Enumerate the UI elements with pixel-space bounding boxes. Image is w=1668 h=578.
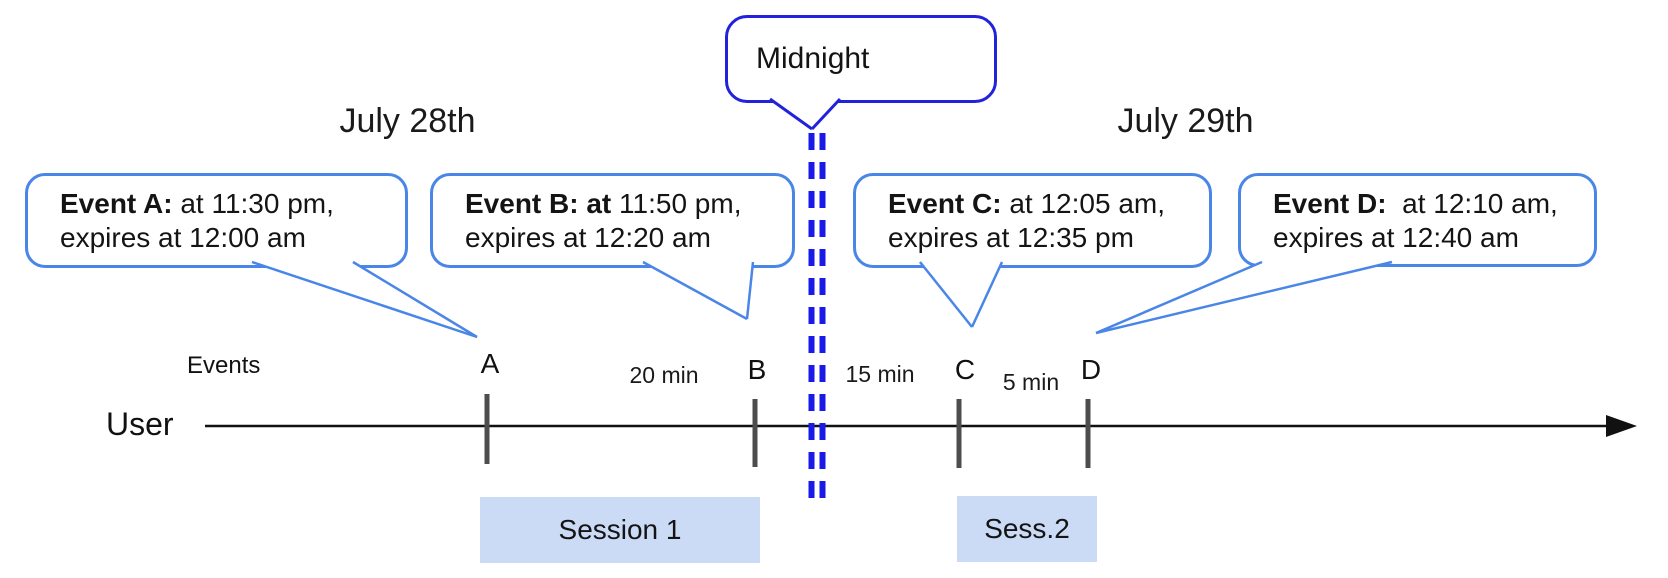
user-label: User: [106, 406, 174, 442]
event-c-callout: Event C: at 12:05 am, expires at 12:35 p…: [853, 173, 1212, 268]
event-a-callout: Event A: at 11:30 pm, expires at 12:00 a…: [25, 173, 408, 268]
event-c-line1: Event C: at 12:05 am,: [888, 188, 1166, 219]
event-d-tail-icon: [1095, 260, 1393, 335]
midnight-dashed-line: [808, 133, 826, 506]
tick-label-a: A: [480, 348, 500, 379]
midnight-label: Midnight: [756, 42, 870, 75]
event-a-line1: Event A: at 11:30 pm,: [60, 188, 334, 219]
session-1-label: Session 1: [558, 514, 682, 545]
midnight-tail-icon: [769, 97, 842, 131]
timeline-arrowhead-icon: [1606, 415, 1637, 437]
event-b-line2: expires at 12:20 am: [465, 222, 711, 253]
tick-label-c: C: [954, 354, 976, 385]
midnight-callout: Midnight: [725, 15, 997, 103]
event-b-callout: Event B: at 11:50 pm, expires at 12:20 a…: [430, 173, 795, 268]
events-label: Events: [187, 352, 261, 379]
event-c-tail-icon: [919, 261, 1004, 328]
event-d-callout: Event D: at 12:10 am, expires at 12:40 a…: [1238, 173, 1597, 267]
event-d-line1: Event D: at 12:10 am,: [1273, 188, 1558, 219]
tick-label-b: B: [747, 354, 767, 385]
session-2-box: Sess.2: [957, 496, 1097, 562]
session-2-label: Sess.2: [984, 513, 1070, 544]
date-left: July 28th: [339, 102, 476, 140]
event-a-line2: expires at 12:00 am: [60, 222, 306, 253]
event-a-tail-icon: [251, 260, 478, 339]
event-b-tail-icon: [642, 260, 755, 321]
event-d-line2: expires at 12:40 am: [1273, 222, 1519, 253]
event-b-line1: Event B: at 11:50 pm,: [465, 188, 742, 219]
interval-20min: 20 min: [629, 362, 699, 388]
interval-5min: 5 min: [1002, 369, 1060, 395]
interval-15min: 15 min: [845, 361, 915, 387]
tick-label-d: D: [1080, 354, 1102, 385]
event-c-line2: expires at 12:35 pm: [888, 222, 1134, 253]
date-right: July 29th: [1117, 102, 1254, 140]
session-1-box: Session 1: [480, 497, 760, 563]
